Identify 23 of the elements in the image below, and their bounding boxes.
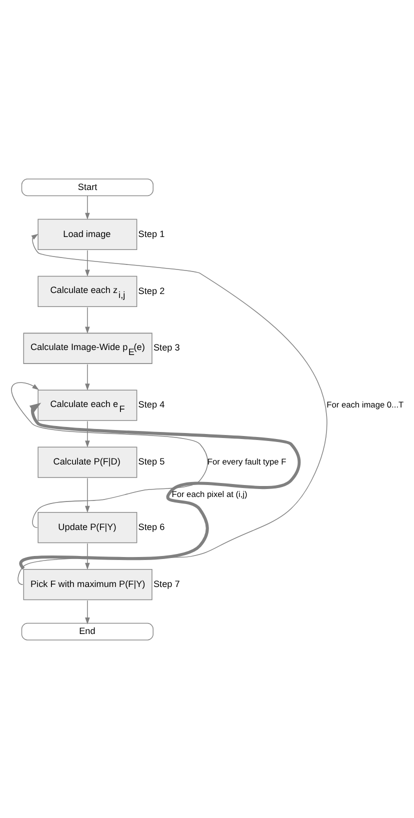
edge-label: For every fault type F — [207, 456, 286, 466]
arrow — [85, 194, 90, 220]
arrow — [85, 420, 90, 447]
node-label: Step 6 — [138, 521, 165, 532]
arrow — [85, 250, 90, 276]
edge-label: For each image 0...T — [326, 398, 404, 409]
arrow — [85, 542, 90, 570]
node-box: End — [21, 622, 154, 640]
arrow — [85, 363, 90, 390]
edge-label: For each pixel at (i,j) — [172, 488, 248, 499]
arrow — [20, 402, 301, 569]
node-label: Step 4 — [138, 399, 165, 410]
arrow — [18, 233, 328, 584]
arrow — [85, 306, 90, 334]
node-label: Step 1 — [138, 228, 165, 238]
node-label: Step 3 — [153, 342, 180, 352]
node-label: Step 7 — [153, 578, 180, 588]
node-box: Start — [21, 178, 154, 196]
arrow — [85, 600, 90, 624]
node-label: Step 2 — [138, 285, 165, 296]
arrow — [11, 382, 208, 528]
arrow — [85, 477, 90, 512]
node-label: Step 5 — [138, 456, 165, 466]
